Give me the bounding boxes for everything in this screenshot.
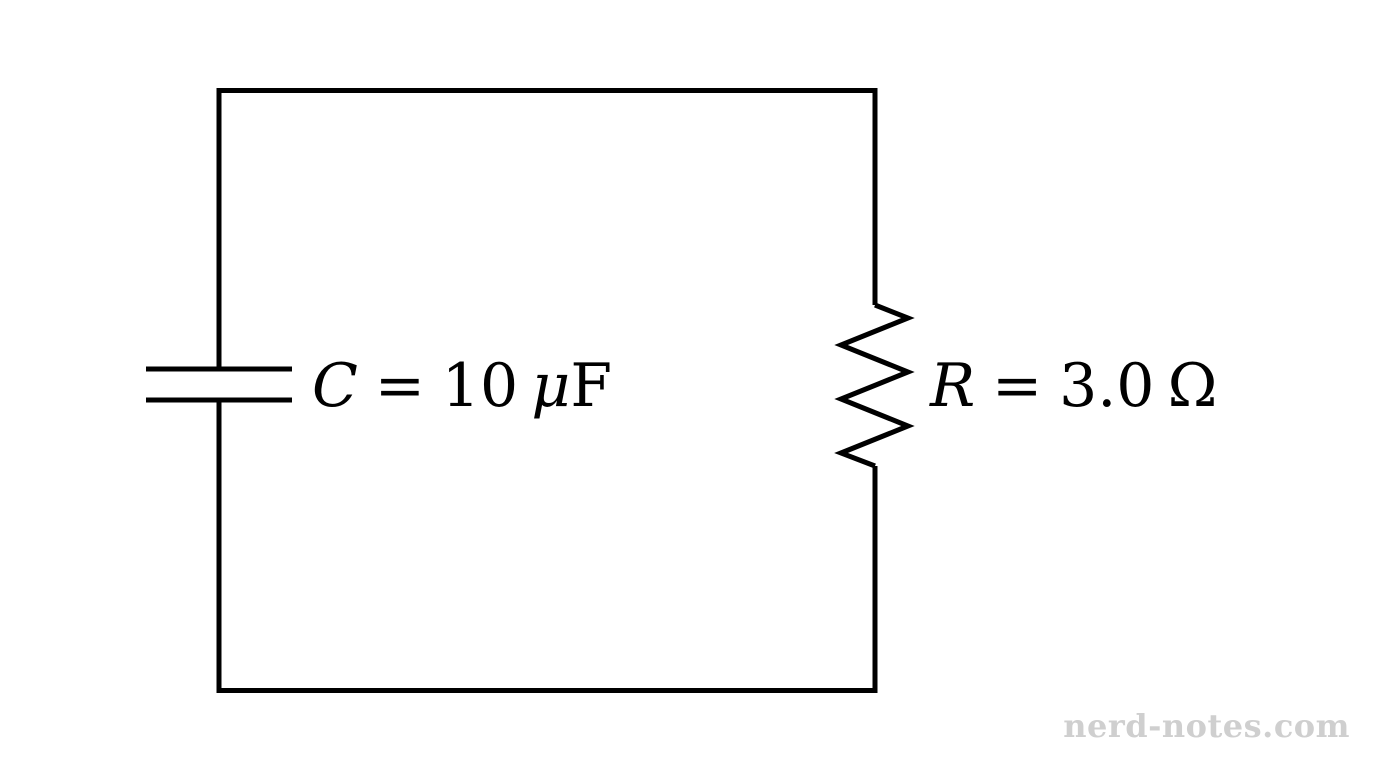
resistor-value: 3.0 (1059, 351, 1155, 421)
capacitor-symbol: C (312, 351, 358, 421)
capacitor-equals: = (374, 351, 425, 421)
capacitor-unit: F (570, 351, 612, 421)
resistor-zigzag (834, 302, 915, 469)
capacitor-unit-prefix: μ (531, 351, 571, 421)
resistor-equals: = (991, 351, 1043, 421)
capacitor-value: 10 (441, 351, 519, 421)
resistor-unit: Ω (1167, 351, 1218, 421)
resistor-symbol: R (930, 351, 976, 421)
watermark-text: nerd-notes.com (1063, 707, 1350, 745)
